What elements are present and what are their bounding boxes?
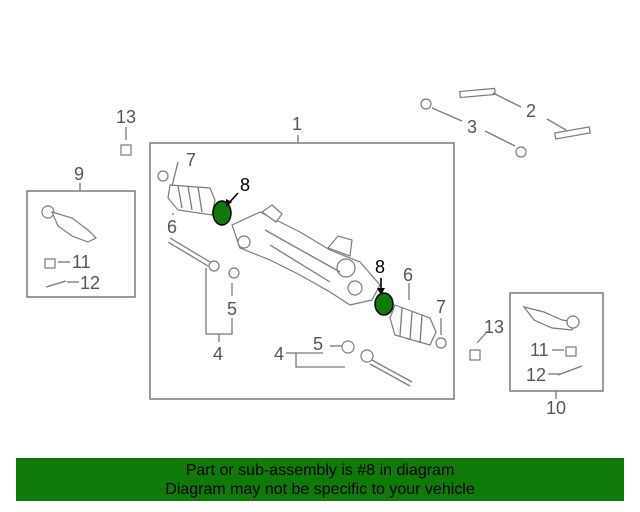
callout-7-left: 7 xyxy=(186,150,196,170)
callout-2: 2 xyxy=(526,101,536,121)
left-tie-rod-end xyxy=(41,205,98,288)
callout-9: 9 xyxy=(74,164,84,184)
callout-13-right: 13 xyxy=(484,317,504,337)
left-tie-rod-end-box xyxy=(26,190,136,298)
right-nut-13 xyxy=(469,349,481,361)
right-inner-tie-rod xyxy=(341,340,413,387)
callout-6-right: 6 xyxy=(403,265,413,285)
adjusting-bolts xyxy=(420,87,591,158)
banner-line-disclaimer: Diagram may not be specific to your vehi… xyxy=(165,481,475,498)
info-banner: Part or sub-assembly is #8 in diagram Di… xyxy=(16,458,624,501)
steering-rack-housing xyxy=(231,204,381,306)
right-boot-clamp-part-8 xyxy=(374,292,394,316)
left-nut-13 xyxy=(120,144,132,156)
callout-1: 1 xyxy=(292,114,302,134)
callout-8-left: 8 xyxy=(240,175,250,195)
callout-5-left: 5 xyxy=(227,299,237,319)
callout-11-left: 11 xyxy=(72,252,91,272)
left-inner-tie-rod xyxy=(167,237,240,279)
callout-5-right: 5 xyxy=(313,334,323,354)
left-bellows-boot xyxy=(167,184,216,216)
right-bellows-boot xyxy=(389,304,437,346)
callout-12-left: 12 xyxy=(80,273,100,293)
parts-diagram: 1 2 3 4 4 5 5 6 6 7 7 8 8 9 10 11 11 12 … xyxy=(26,87,604,418)
callout-13-left: 13 xyxy=(116,107,136,127)
callout-10: 10 xyxy=(546,398,566,418)
callout-12-right: 12 xyxy=(526,365,546,385)
right-tie-rod-end xyxy=(522,305,583,376)
banner-line-part: Part or sub-assembly is #8 in diagram xyxy=(185,462,455,479)
callout-4-right: 4 xyxy=(274,344,284,364)
callout-3: 3 xyxy=(467,117,477,137)
callout-6-left: 6 xyxy=(167,217,177,237)
left-boot-clamp xyxy=(157,170,169,182)
callout-7-right: 7 xyxy=(436,297,446,317)
steering-gear-assembly-box xyxy=(149,142,455,400)
left-boot-clamp-part-8 xyxy=(212,200,232,226)
callout-8-right: 8 xyxy=(375,257,385,277)
callout-4-left: 4 xyxy=(213,344,223,364)
callout-11-right: 11 xyxy=(530,340,549,360)
right-boot-clamp xyxy=(435,337,447,349)
